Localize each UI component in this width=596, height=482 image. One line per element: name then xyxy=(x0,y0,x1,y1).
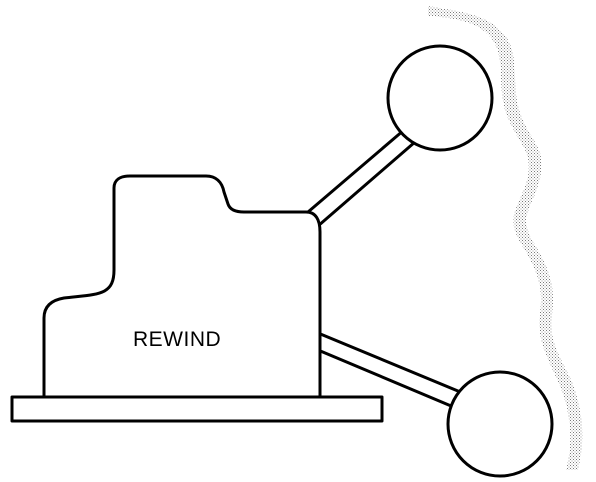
machine-label: REWIND xyxy=(133,328,221,351)
upper-arm xyxy=(306,128,417,228)
upper-reel xyxy=(386,44,494,152)
base-plate xyxy=(10,395,384,423)
stippled-material-edge xyxy=(428,6,583,470)
lower-reel xyxy=(446,370,554,478)
rewind-machine-body xyxy=(42,174,322,399)
